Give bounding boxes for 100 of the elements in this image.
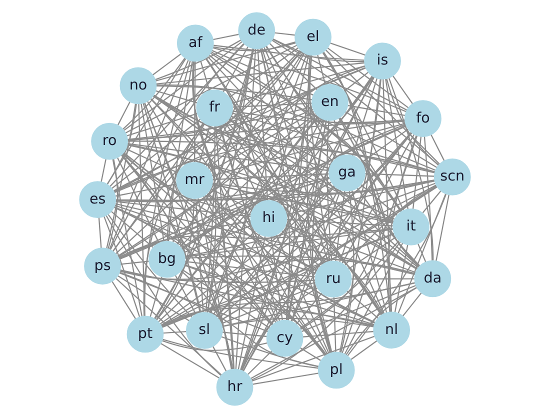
connector — [122, 154, 252, 216]
connector — [112, 50, 300, 252]
node-circle: da — [414, 260, 452, 298]
connector — [327, 47, 409, 108]
connector — [207, 192, 318, 272]
connector — [112, 281, 136, 320]
connector — [180, 114, 318, 247]
connector — [272, 38, 408, 111]
connector — [150, 98, 328, 355]
connector — [232, 112, 436, 172]
connector — [212, 173, 329, 180]
connector — [198, 125, 210, 164]
connector — [123, 152, 318, 272]
connector — [241, 76, 375, 371]
connector — [326, 120, 332, 262]
node-circle: fr — [196, 90, 234, 126]
connector — [156, 85, 312, 100]
node-circle: scn — [434, 158, 471, 196]
connector — [192, 61, 235, 370]
connector — [104, 216, 140, 317]
connector — [207, 56, 420, 268]
connector — [144, 102, 233, 370]
connector — [156, 62, 365, 85]
connector — [240, 119, 325, 370]
node-circle: it — [392, 208, 430, 246]
connector — [184, 264, 327, 356]
connector — [110, 43, 244, 250]
connector — [150, 276, 162, 317]
connector — [117, 157, 160, 244]
connector — [119, 272, 319, 368]
connector — [127, 144, 418, 270]
connector — [117, 113, 316, 257]
connector — [210, 54, 308, 314]
connector — [184, 264, 374, 326]
connector — [346, 194, 447, 356]
connector — [154, 48, 254, 320]
connector — [108, 214, 192, 318]
connector — [296, 292, 322, 325]
connector — [272, 54, 310, 201]
connector — [352, 78, 378, 156]
connector — [241, 287, 318, 371]
connector — [235, 48, 256, 370]
connector — [209, 116, 318, 314]
connector — [257, 48, 268, 200]
connector — [270, 236, 283, 320]
connector — [290, 190, 342, 322]
connector — [222, 124, 262, 202]
connector — [210, 52, 436, 171]
connector — [158, 230, 256, 322]
connector — [436, 194, 450, 262]
connector — [212, 42, 296, 52]
connector — [242, 132, 412, 372]
connector — [250, 287, 417, 380]
connector — [216, 76, 375, 318]
connector — [424, 136, 433, 261]
connector — [210, 51, 402, 212]
connector — [248, 350, 272, 375]
connector — [344, 72, 369, 92]
connector — [116, 176, 330, 202]
node-circle: nl — [373, 312, 410, 349]
connector — [348, 104, 406, 116]
connector — [264, 46, 385, 314]
connector — [212, 34, 239, 40]
connector — [160, 342, 220, 379]
connector — [418, 244, 426, 262]
connector — [115, 183, 177, 197]
node-circle: el — [294, 18, 332, 56]
connector — [126, 112, 198, 136]
connector — [120, 270, 316, 283]
connector — [280, 124, 406, 206]
connector — [150, 98, 257, 206]
connector — [115, 192, 182, 254]
connector — [272, 40, 440, 166]
connector — [323, 52, 391, 312]
connector — [251, 241, 402, 381]
connector — [261, 48, 328, 262]
connector — [394, 244, 408, 312]
connector — [350, 340, 378, 360]
connector — [274, 32, 296, 36]
connector — [346, 290, 379, 319]
node-circle: hi — [250, 200, 288, 237]
node-circle: bg — [148, 240, 186, 278]
connector — [195, 198, 204, 312]
connector — [286, 224, 416, 274]
connector — [172, 197, 190, 242]
connector — [155, 41, 296, 82]
connector — [200, 60, 210, 91]
connector — [288, 120, 328, 321]
connector — [163, 330, 186, 334]
connector — [108, 158, 118, 249]
connector — [360, 184, 398, 216]
connector — [156, 198, 195, 320]
connector — [344, 242, 404, 355]
node-circle: is — [364, 42, 401, 80]
connector — [152, 95, 418, 270]
connector — [110, 44, 245, 187]
node-circle: ps — [84, 248, 121, 285]
node-circle: es — [79, 181, 116, 218]
connector — [192, 61, 216, 312]
connector — [126, 148, 178, 174]
